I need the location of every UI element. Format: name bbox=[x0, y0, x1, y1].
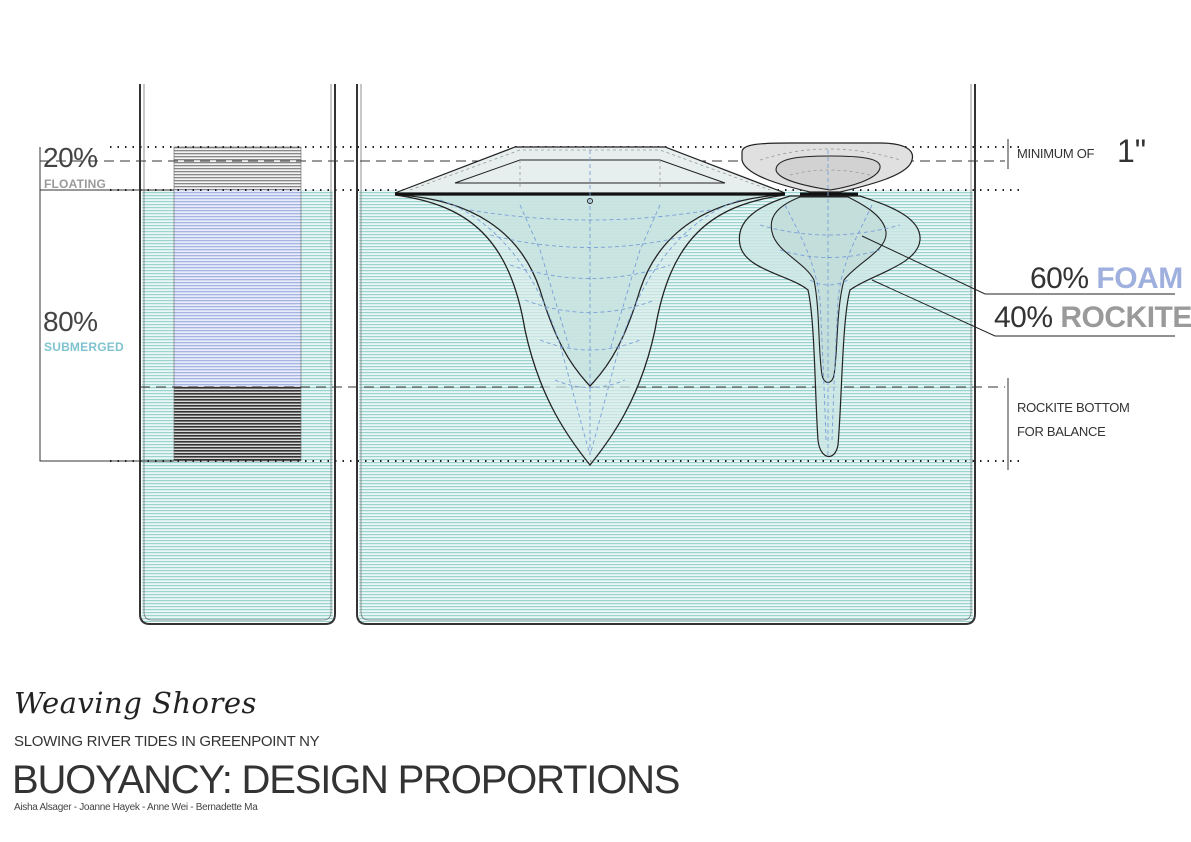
submerged-label: SUBMERGED bbox=[44, 340, 124, 354]
narrow-buoy bbox=[738, 142, 921, 457]
rockite-portion-block bbox=[174, 386, 301, 461]
sheet-title: BUOYANCY: DESIGN PROPORTIONS bbox=[12, 758, 680, 802]
rockite-label: ROCKITE bbox=[1060, 301, 1191, 334]
project-subtitle: SLOWING RIVER TIDES IN GREENPOINT NY bbox=[14, 733, 320, 750]
foam-proportion: 60% FOAM bbox=[1030, 262, 1183, 296]
rockite-proportion: 40% ROCKITE bbox=[994, 301, 1191, 335]
submerged-bracket bbox=[39, 147, 174, 462]
foam-leader-line bbox=[861, 235, 1175, 295]
right-tank bbox=[356, 84, 976, 625]
rockite-bottom-line1: ROCKITE BOTTOM bbox=[1017, 400, 1130, 415]
floating-label: FLOATING bbox=[44, 177, 107, 191]
foam-percent: 60% bbox=[1030, 262, 1089, 295]
left-tank bbox=[139, 84, 336, 625]
project-name: Weaving Shores bbox=[14, 686, 257, 720]
foam-label: FOAM bbox=[1096, 262, 1183, 295]
rockite-bottom-line2: FOR BALANCE bbox=[1017, 424, 1106, 439]
submerged-percent: 80% bbox=[43, 306, 98, 337]
authors: Aisha Alsager - Joanne Hayek - Anne Wei … bbox=[14, 802, 258, 813]
floating-portion-block bbox=[174, 147, 301, 190]
floating-percent: 20% bbox=[43, 142, 98, 173]
rockite-percent: 40% bbox=[994, 301, 1053, 334]
rockite-leader-line bbox=[871, 279, 1175, 337]
wide-buoy bbox=[394, 146, 786, 467]
minimum-of-label: MINIMUM OF bbox=[1017, 146, 1095, 161]
one-inch-label: 1" bbox=[1117, 133, 1147, 169]
foam-portion-block bbox=[174, 190, 301, 386]
